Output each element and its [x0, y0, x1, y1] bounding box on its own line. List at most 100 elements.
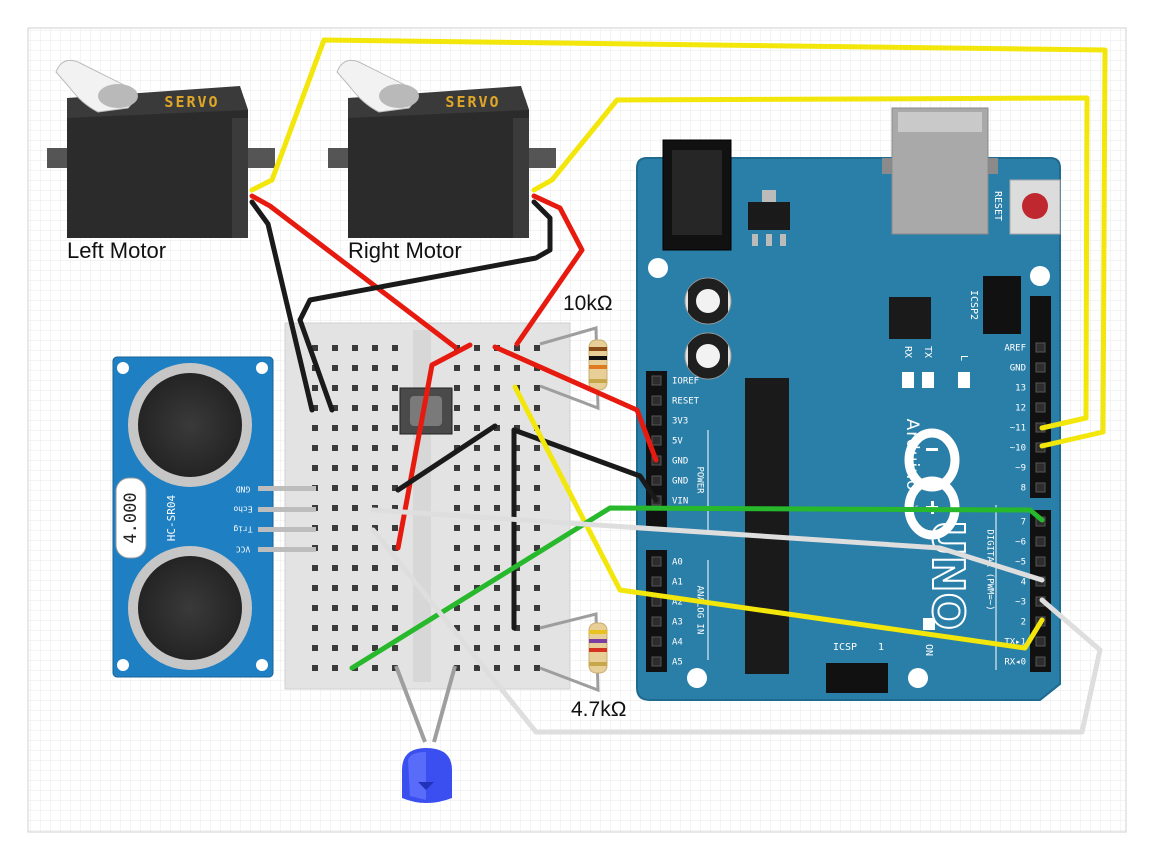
breadboard-hole [312, 425, 318, 431]
breadboard-hole [534, 645, 540, 651]
digital-pin[interactable] [1035, 342, 1046, 353]
breadboard-hole [534, 665, 540, 671]
breadboard-hole [352, 585, 358, 591]
breadboard-hole [514, 585, 520, 591]
breadboard-hole [514, 345, 520, 351]
resistor-10k-label: 10kΩ [563, 292, 613, 315]
digital-pin[interactable] [1035, 556, 1046, 567]
breadboard-hole [352, 545, 358, 551]
breadboard-hole [514, 605, 520, 611]
power-pin[interactable] [651, 415, 662, 426]
analog-header [646, 550, 667, 672]
digital-pin[interactable] [1035, 402, 1046, 413]
breadboard-hole [474, 645, 480, 651]
breadboard-hole [454, 525, 460, 531]
breadboard-hole [494, 625, 500, 631]
breadboard-hole [494, 545, 500, 551]
sensor-pin-vcc: VCC [236, 545, 251, 554]
breadboard-hole [332, 365, 338, 371]
analog-pin[interactable] [651, 636, 662, 647]
uno-label: UNO [922, 520, 973, 630]
analog-pin[interactable] [651, 656, 662, 667]
power-pin-label: IOREF [672, 377, 699, 387]
wire-yellow-right-servo-signal [531, 95, 1090, 431]
breadboard-hole [352, 605, 358, 611]
digital-pin[interactable] [1035, 636, 1046, 647]
breadboard-hole [372, 425, 378, 431]
breadboard-hole [372, 345, 378, 351]
wires [249, 37, 1108, 735]
breadboard-hole [392, 605, 398, 611]
sensor-badge: 4.000 [121, 492, 141, 543]
analog-pin[interactable] [651, 616, 662, 627]
analog-pin[interactable] [651, 596, 662, 607]
breadboard-hole [392, 485, 398, 491]
breadboard-hole [392, 505, 398, 511]
digital-pin[interactable] [1035, 656, 1046, 667]
right-servo-brand: SERVO [445, 93, 500, 111]
breadboard-hole [312, 565, 318, 571]
breadboard-hole [312, 625, 318, 631]
breadboard-hole [392, 385, 398, 391]
wire-red-button [395, 342, 473, 551]
breadboard-hole [534, 525, 540, 531]
breadboard-hole [494, 665, 500, 671]
power-pin[interactable] [651, 475, 662, 486]
digital-pin[interactable] [1035, 462, 1046, 473]
breadboard-hole [514, 525, 520, 531]
digital-pin-label: 8 [1021, 484, 1026, 494]
digital-pin-label: 7 [1021, 518, 1026, 528]
breadboard-hole [534, 345, 540, 351]
breadboard-hole [514, 665, 520, 671]
power-pin-label: VIN [672, 497, 688, 507]
breadboard-hole [534, 545, 540, 551]
breadboard-hole [352, 465, 358, 471]
power-pin[interactable] [651, 435, 662, 446]
resistor-4k7-label: 4.7kΩ [571, 698, 626, 721]
breadboard-hole [392, 545, 398, 551]
analog-pin-label: A4 [672, 638, 683, 648]
digital-pin[interactable] [1035, 382, 1046, 393]
breadboard-hole [534, 625, 540, 631]
wire-black-gnd-arduino [511, 427, 659, 503]
breadboard-hole [332, 585, 338, 591]
breadboard-hole [534, 465, 540, 471]
power-pin[interactable] [651, 395, 662, 406]
breadboard-hole [494, 485, 500, 491]
breadboard-hole [372, 585, 378, 591]
breadboard-hole [372, 645, 378, 651]
sensor-pin-gnd: GND [236, 485, 251, 494]
resistor-4k7 [539, 612, 608, 693]
analog-pin-label: A5 [672, 658, 683, 668]
breadboard-hole [534, 385, 540, 391]
breadboard-hole [392, 565, 398, 571]
breadboard-hole [392, 465, 398, 471]
breadboard-hole [514, 545, 520, 551]
digital-pin-label: ~9 [1015, 464, 1026, 474]
breadboard-hole [474, 445, 480, 451]
digital-pin[interactable] [1035, 482, 1046, 493]
analog-pin[interactable] [651, 576, 662, 587]
breadboard-hole [392, 345, 398, 351]
breadboard-hole [392, 445, 398, 451]
analog-pin[interactable] [651, 556, 662, 567]
breadboard-hole [454, 545, 460, 551]
digital-pin[interactable] [1035, 536, 1046, 547]
breadboard-hole [474, 485, 480, 491]
analog-pin-label: A0 [672, 558, 683, 568]
breadboard-hole [494, 585, 500, 591]
breadboard-hole [514, 645, 520, 651]
digital-pin-label: ~11 [1010, 424, 1026, 434]
digital-pin[interactable] [1035, 362, 1046, 373]
wire-red-5v [492, 344, 659, 463]
breadboard-hole [352, 405, 358, 411]
digital-pin-label: ~3 [1015, 598, 1026, 608]
power-pin[interactable] [651, 375, 662, 386]
breadboard-hole [372, 445, 378, 451]
digital-pin-label: ~6 [1015, 538, 1026, 548]
left-servo-brand: SERVO [164, 93, 219, 111]
breadboard-hole [372, 485, 378, 491]
arduino-brand: Arduino [902, 419, 922, 492]
resistor-10k [539, 326, 608, 411]
tx-label: TX [922, 346, 933, 358]
